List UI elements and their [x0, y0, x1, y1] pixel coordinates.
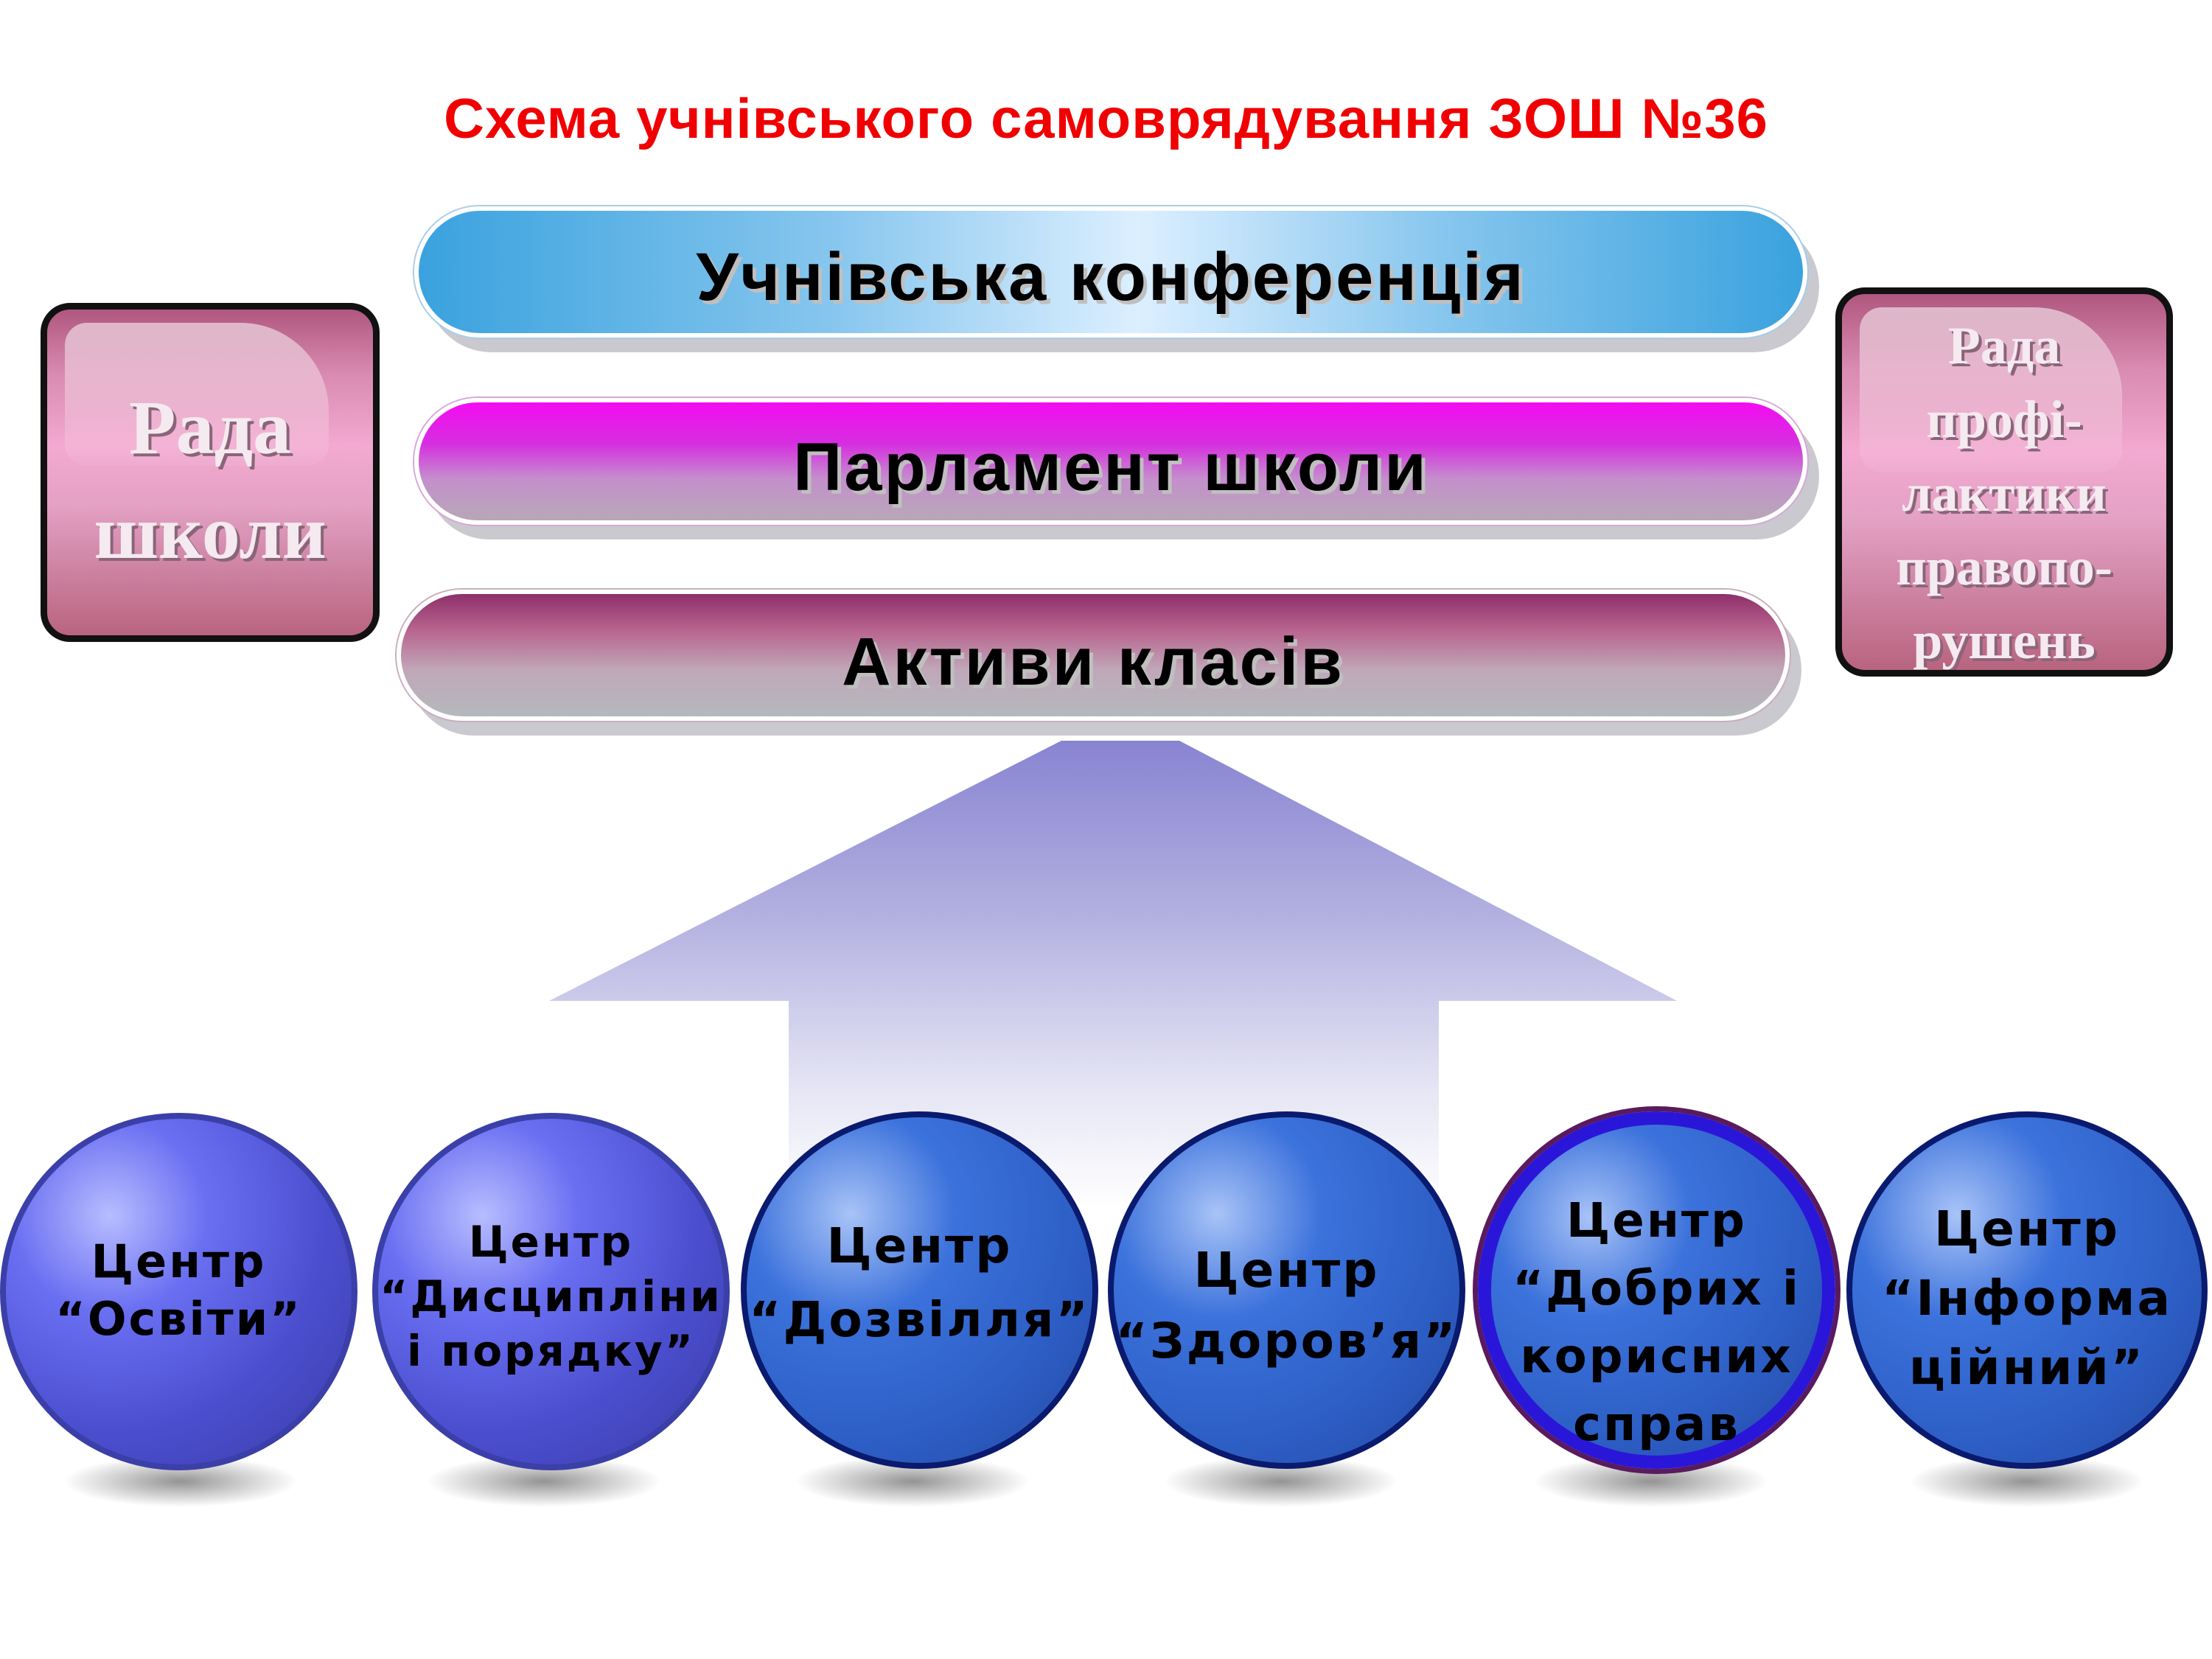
center-health: Центр “Здоров’я”	[1108, 1111, 1465, 1469]
center-information-label: Центр “Інформа ційний”	[1881, 1201, 2173, 1396]
center-leisure: Центр “Дозвілля”	[741, 1111, 1098, 1469]
page-title: Схема учнівського самоврядування ЗОШ №36	[444, 88, 1768, 150]
school-council-label: Рада школи	[94, 385, 327, 575]
parliament-bar: Парламент школи	[414, 398, 1807, 525]
arrow-shape	[549, 741, 1677, 1209]
prevention-council-box: Рада профі- лактики правопо- рушень	[1835, 287, 2173, 677]
conference-label: Учнівська конференція	[696, 240, 1526, 315]
class-assets-bar: Активи класів	[397, 590, 1790, 721]
conference-bar: Учнівська конференція	[414, 206, 1807, 338]
class-assets-label: Активи класів	[842, 624, 1344, 699]
box-gloss	[1860, 307, 2122, 473]
box-gloss	[65, 323, 329, 467]
parliament-label: Парламент школи	[793, 430, 1428, 505]
center-education: Центр “Освіти”	[0, 1113, 357, 1470]
school-council-box: Рада школи	[41, 303, 380, 642]
center-discipline-label: Центр “Дисципліни і порядку”	[380, 1217, 722, 1376]
center-discipline: Центр “Дисципліни і порядку”	[372, 1113, 730, 1470]
center-good-deeds-label: Центр “Добрих і корисних справ	[1513, 1194, 1801, 1452]
center-leisure-label: Центр “Дозвілля”	[749, 1218, 1090, 1348]
center-good-deeds: Центр “Добрих і корисних справ	[1478, 1111, 1835, 1469]
center-health-label: Центр “Здоров’я”	[1115, 1242, 1458, 1369]
center-education-label: Центр “Освіти”	[55, 1234, 302, 1346]
center-information: Центр “Інформа ційний”	[1846, 1111, 2208, 1469]
prevention-council-label: Рада профі- лактики правопо- рушень	[1896, 316, 2112, 670]
